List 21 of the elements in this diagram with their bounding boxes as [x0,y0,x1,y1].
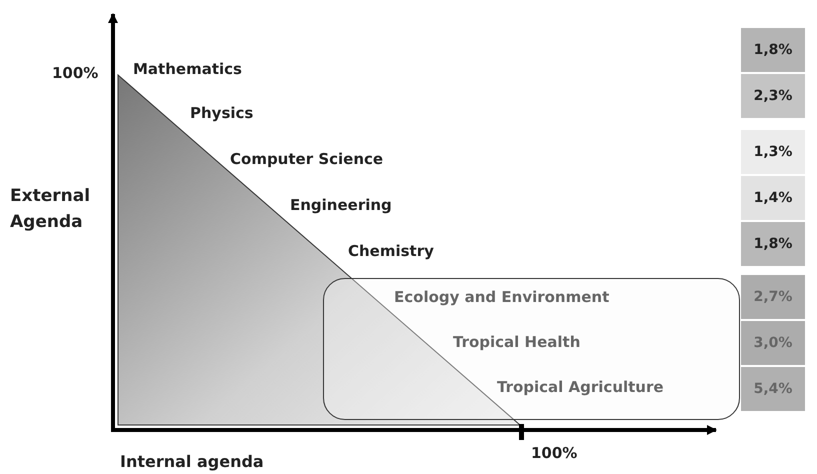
percentage-cell: 1,4% [741,176,805,220]
percentage-cell: 2,7% [741,275,805,319]
percentage-cell: 1,8% [741,222,805,266]
axis-value: 100% [52,64,98,82]
percentage-cell: 3,0% [741,321,805,365]
subject-label: Engineering [290,196,392,214]
subject-label: Computer Science [230,150,384,168]
subject-label: Chemistry [348,242,434,260]
subject-label: Mathematics [133,60,242,78]
subject-label: Tropical Health [453,333,580,351]
subject-label: Tropical Agriculture [497,378,664,396]
rounded-region-box [323,278,740,420]
percentage-cell: 2,3% [741,74,805,118]
percentage-cell: 1,8% [741,28,805,72]
axis-title: Internal agenda [120,452,264,471]
percentage-cell: 1,3% [741,130,805,174]
subject-label: Physics [190,104,254,122]
axis-value: 100% [531,444,578,462]
subject-label: Ecology and Environment [394,288,610,306]
axis-title: External Agenda [10,185,92,234]
percentage-cell: 5,4% [741,367,805,411]
